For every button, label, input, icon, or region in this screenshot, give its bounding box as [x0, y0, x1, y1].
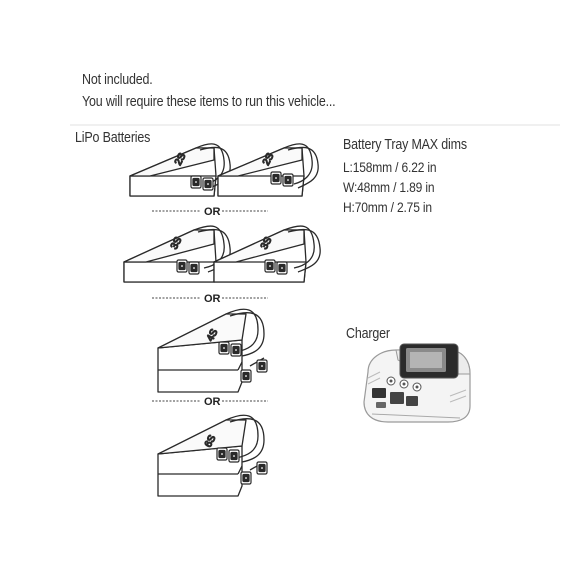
charger-title: Charger	[346, 326, 390, 342]
battery-3s-right: 3S	[213, 225, 321, 283]
tray-length: L:158mm / 6.22 in	[343, 159, 437, 175]
lipo-batteries-title: LiPo Batteries	[75, 130, 151, 146]
battery-4s: 4S	[157, 308, 268, 393]
intro-line-2: You will require these items to run this…	[82, 94, 336, 110]
or-label-3: OR	[204, 396, 221, 408]
charger-device	[363, 343, 471, 423]
or-separator-2: OR	[152, 293, 268, 305]
intro-line-1: Not included.	[82, 72, 153, 88]
or-separator-3: OR	[152, 396, 268, 408]
battery-2s-left: 2S	[129, 143, 231, 197]
tray-width: W:48mm / 1.89 in	[343, 179, 435, 195]
battery-3s-left: 3S	[123, 225, 231, 283]
battery-6s: 6S	[157, 414, 268, 497]
or-separator-1: OR	[152, 206, 268, 218]
battery-2s-right: 2S	[217, 143, 319, 197]
or-label-1: OR	[204, 206, 221, 218]
tray-height: H:70mm / 2.75 in	[343, 199, 432, 215]
or-label-2: OR	[204, 293, 221, 305]
battery-tray-title: Battery Tray MAX dims	[343, 137, 467, 153]
